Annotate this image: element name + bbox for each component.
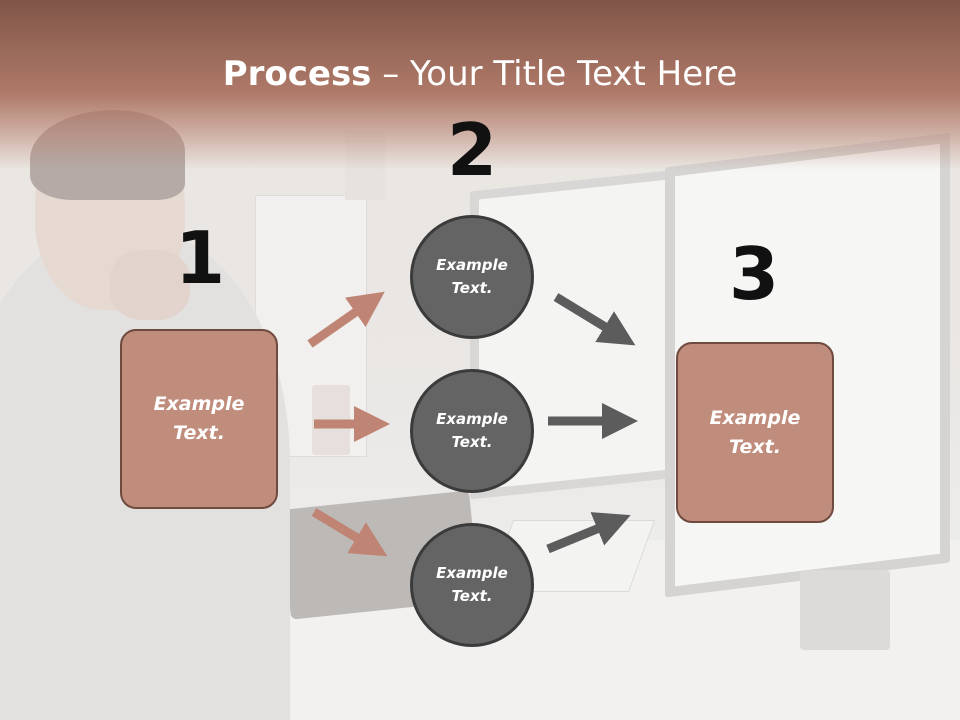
background-monitor-stand — [800, 570, 890, 650]
header-band — [0, 0, 960, 170]
arrow-left-to-bottom — [311, 508, 388, 557]
step-number-1: 1 — [174, 216, 226, 300]
step-1-box: Example Text. — [120, 329, 278, 509]
arrow-bottom-to-right — [546, 512, 631, 554]
arrow-top-to-right — [553, 293, 636, 346]
step-2-circle-top: Example Text. — [410, 215, 534, 339]
circle-top-label: Example Text. — [436, 256, 508, 297]
circle-bottom-label: Example Text. — [436, 564, 508, 605]
circle-middle-label: Example Text. — [436, 410, 508, 451]
step-3-box: Example Text. — [676, 342, 834, 523]
step-number-2: 2 — [446, 108, 498, 192]
step-number-3: 3 — [728, 232, 780, 316]
step-3-box-label: Example Text. — [709, 406, 801, 458]
step-1-box-label: Example Text. — [153, 393, 245, 444]
slide-title: Process – Your Title Text Here — [0, 52, 960, 96]
background-person-hand — [110, 250, 190, 320]
arrow-left-to-top — [307, 291, 385, 348]
step-2-circle-middle: Example Text. — [410, 369, 534, 493]
title-rest: – Your Title Text Here — [371, 54, 738, 94]
title-bold: Process — [222, 54, 372, 94]
step-2-circle-bottom: Example Text. — [410, 523, 534, 647]
